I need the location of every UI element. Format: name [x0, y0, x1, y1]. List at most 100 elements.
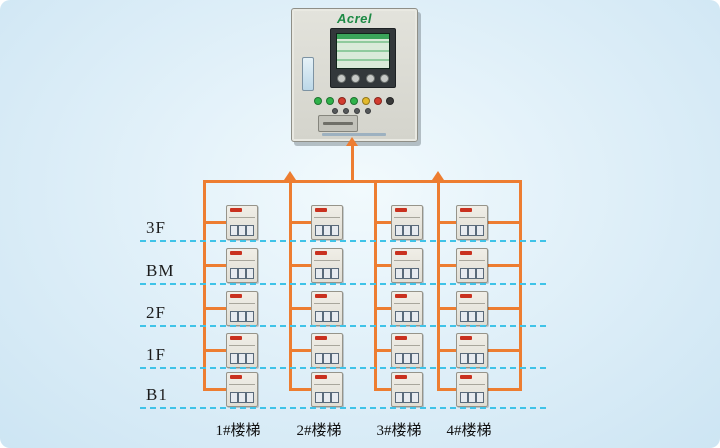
terminal-slots: [315, 353, 339, 364]
terminal-slot: [230, 392, 238, 403]
module-divider: [314, 303, 340, 304]
device-stub-line: [486, 349, 522, 352]
terminal-slots: [460, 353, 484, 364]
cabinet-printer-slot: [318, 115, 358, 132]
terminal-slot: [230, 311, 238, 322]
device-stub-line: [203, 349, 226, 352]
terminal-slot: [230, 225, 238, 236]
terminal-slots: [460, 268, 484, 279]
acrel-mark-icon: [315, 294, 327, 298]
module-divider: [229, 217, 255, 218]
terminal-slots: [315, 268, 339, 279]
terminal-slots: [230, 392, 254, 403]
terminal-slots: [395, 225, 419, 236]
device-stub-line: [437, 349, 456, 352]
device-stub-line: [203, 221, 226, 224]
terminal-slots: [395, 392, 419, 403]
led-icon: [365, 108, 371, 114]
module-divider: [314, 384, 340, 385]
up-arrow-icon: [346, 137, 358, 146]
terminal-slot: [323, 392, 331, 403]
acrel-mark-icon: [460, 336, 472, 340]
terminal-slot: [246, 268, 254, 279]
module-divider: [394, 303, 420, 304]
floor-dashed-line: [140, 407, 546, 409]
indicator-led-row-small: [332, 108, 371, 114]
fire-monitor-module: [391, 291, 423, 326]
module-divider: [229, 345, 255, 346]
bus-line: [289, 180, 292, 390]
terminal-slots: [315, 392, 339, 403]
led-icon: [314, 97, 322, 105]
fire-monitor-module: [311, 372, 343, 407]
terminal-slots: [460, 225, 484, 236]
fire-monitor-module: [311, 333, 343, 368]
terminal-slot: [411, 392, 419, 403]
device-stub-line: [289, 388, 311, 391]
terminal-slot: [411, 225, 419, 236]
terminal-slot: [395, 225, 403, 236]
led-icon: [338, 97, 346, 105]
terminal-slots: [395, 268, 419, 279]
terminal-slot: [323, 311, 331, 322]
terminal-slot: [331, 311, 339, 322]
terminal-slot: [460, 311, 468, 322]
terminal-slot: [403, 311, 411, 322]
stair-label: 2#楼梯: [296, 423, 342, 439]
floor-label: 3F: [146, 218, 166, 237]
module-divider: [459, 384, 485, 385]
module-divider: [229, 384, 255, 385]
terminal-slots: [230, 225, 254, 236]
module-divider: [459, 217, 485, 218]
device-stub-line: [203, 388, 226, 391]
bus-line: [374, 180, 377, 390]
device-stub-line: [289, 349, 311, 352]
terminal-slot: [395, 268, 403, 279]
acrel-mark-icon: [460, 294, 472, 298]
device-stub-line: [289, 221, 311, 224]
acrel-mark-icon: [460, 251, 472, 255]
led-icon: [326, 97, 334, 105]
terminal-slots: [395, 311, 419, 322]
device-stub-line: [486, 307, 522, 310]
fire-monitor-module: [391, 248, 423, 283]
terminal-slot: [460, 392, 468, 403]
fire-monitor-module: [456, 372, 488, 407]
terminal-slot: [476, 225, 484, 236]
device-stub-line: [374, 307, 391, 310]
fire-monitor-module: [226, 248, 258, 283]
acrel-mark-icon: [230, 208, 242, 212]
device-stub-line: [289, 264, 311, 267]
bus-line: [437, 180, 440, 390]
terminal-slot: [460, 353, 468, 364]
acrel-mark-icon: [460, 208, 472, 212]
module-divider: [229, 303, 255, 304]
fire-monitor-module: [391, 333, 423, 368]
floor-dashed-line: [140, 240, 546, 242]
floor-label: BM: [146, 261, 175, 280]
led-icon: [386, 97, 394, 105]
floor-dashed-line: [140, 367, 546, 369]
terminal-slot: [395, 392, 403, 403]
terminal-slot: [468, 311, 476, 322]
fire-monitor-module: [226, 291, 258, 326]
terminal-slot: [238, 392, 246, 403]
floor-dashed-line: [140, 325, 546, 327]
fire-monitor-module: [226, 333, 258, 368]
fire-monitor-module: [391, 205, 423, 240]
bus-line-right: [519, 180, 522, 390]
led-icon: [343, 108, 349, 114]
module-divider: [394, 217, 420, 218]
terminal-slot: [246, 225, 254, 236]
fire-monitor-module: [391, 372, 423, 407]
terminal-slots: [395, 353, 419, 364]
terminal-slot: [315, 225, 323, 236]
fire-monitor-module: [456, 291, 488, 326]
device-stub-line: [437, 307, 456, 310]
device-stub-line: [203, 264, 226, 267]
device-stub-line: [374, 388, 391, 391]
acrel-mark-icon: [395, 208, 407, 212]
bus-line: [203, 180, 206, 390]
module-divider: [459, 303, 485, 304]
module-divider: [394, 260, 420, 261]
